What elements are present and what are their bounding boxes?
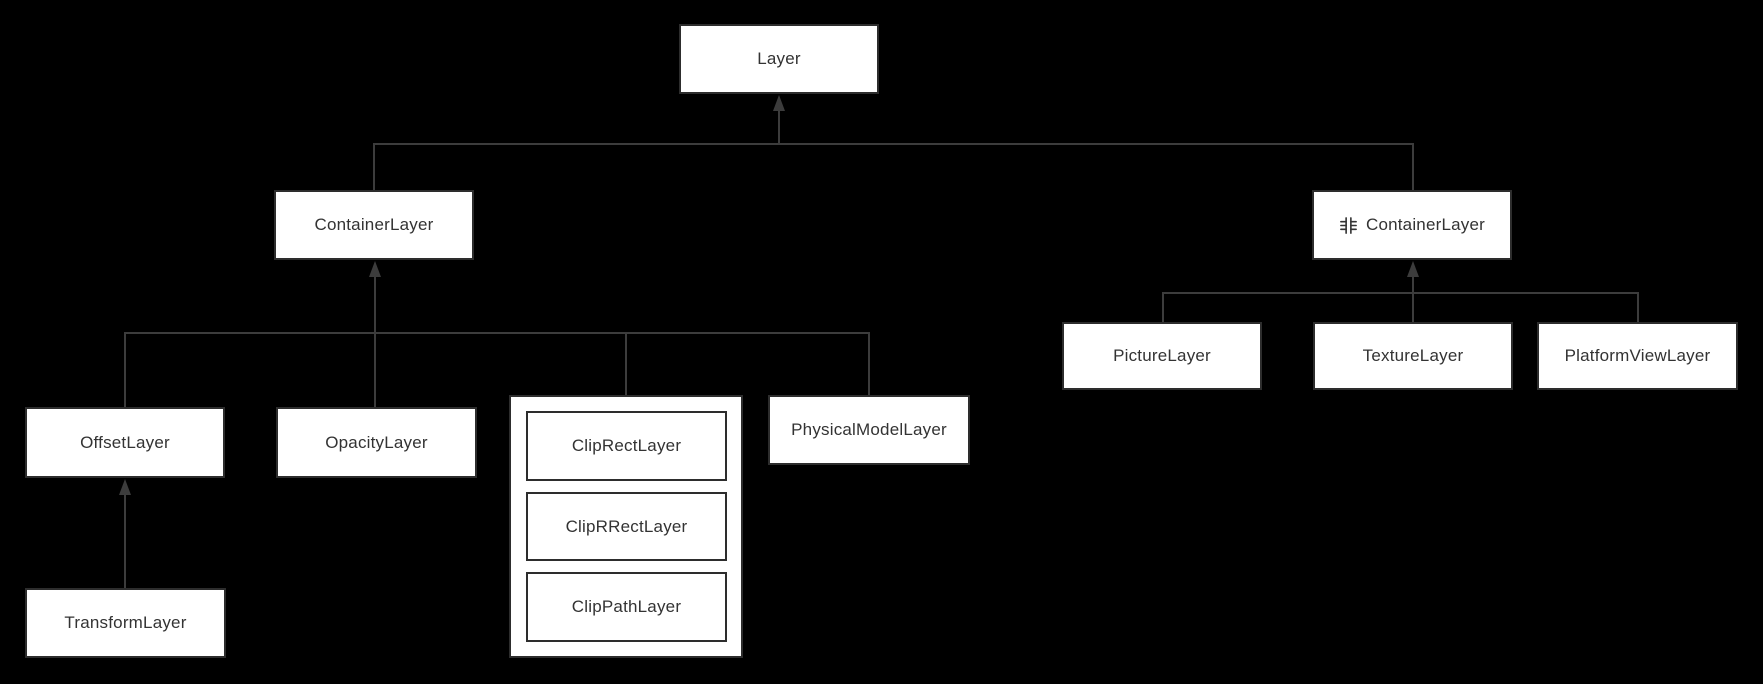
- node-cliprectlayer: ClipRectLayer: [526, 411, 727, 481]
- node-containerlayer: ContainerLayer: [274, 190, 474, 260]
- node-non-containerlayer-label: ContainerLayer: [1365, 215, 1486, 234]
- arrowhead-into-offsetlayer-icon: [119, 479, 131, 495]
- node-non-containerlayer: ContainerLayer: [1312, 190, 1512, 260]
- connector-noncontainerlayer-branch: [1162, 264, 1639, 323]
- arrowhead-into-layer-icon: [773, 95, 785, 111]
- arrowhead-into-noncontainerlayer-icon: [1407, 261, 1419, 277]
- node-cliprrectlayer: ClipRRectLayer: [526, 492, 727, 561]
- non-cjk-symbol-icon: [1339, 216, 1358, 235]
- node-transformlayer: TransformLayer: [25, 588, 226, 658]
- connector-layer-branch: [373, 98, 1414, 191]
- node-platformviewlayer: PlatformViewLayer: [1537, 322, 1738, 390]
- node-layer: Layer: [679, 24, 879, 94]
- connector-containerlayer-branch: [124, 264, 870, 408]
- arrowhead-into-containerlayer-icon: [369, 261, 381, 277]
- node-clippathlayer: ClipPathLayer: [526, 572, 727, 642]
- node-picturelayer: PictureLayer: [1062, 322, 1262, 390]
- node-opacitylayer: OpacityLayer: [276, 407, 477, 478]
- node-physicalmodellayer: PhysicalModelLayer: [768, 395, 970, 465]
- node-offsetlayer: OffsetLayer: [25, 407, 225, 478]
- node-texturelayer: TextureLayer: [1313, 322, 1513, 390]
